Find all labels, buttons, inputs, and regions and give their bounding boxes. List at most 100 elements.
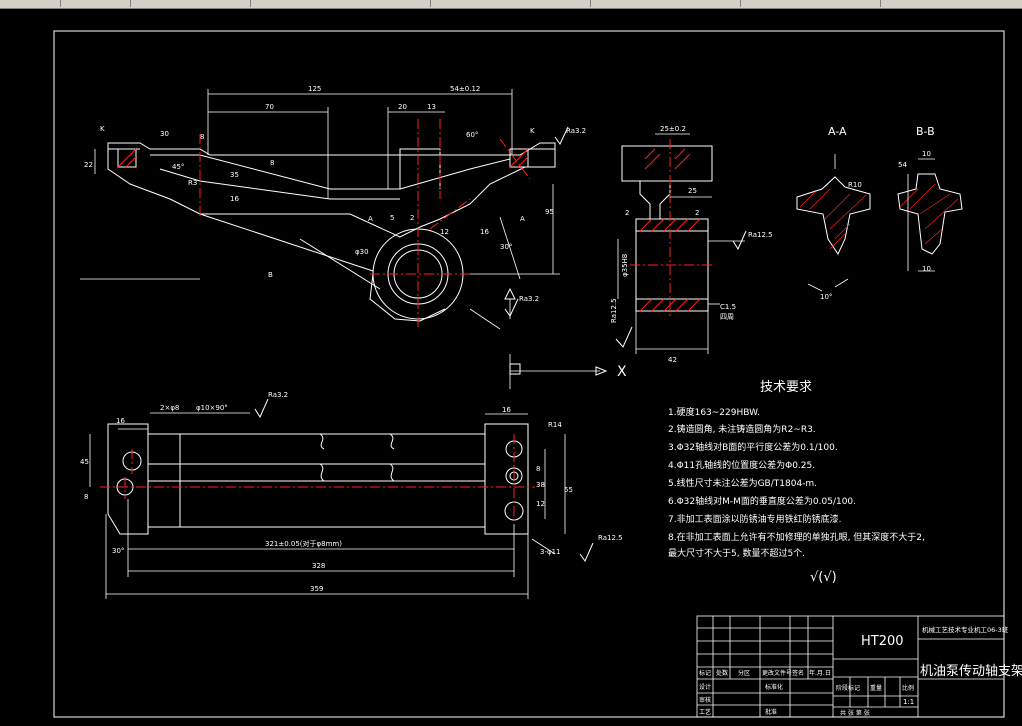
dim-label: 8: [536, 465, 540, 473]
side-view-labels: 25±0.2 2 2 25 42 Ra12.5 C1.5 四周 φ35H8 Ra…: [610, 125, 773, 364]
dim-label: 2: [410, 214, 414, 222]
tb-label: 处数: [716, 669, 728, 677]
dim-label: 55: [564, 486, 573, 494]
roughness-symbol: √(√): [810, 570, 837, 585]
dim-label: Ra3.2: [519, 295, 539, 303]
top-view-labels: 125 54±0.12 70 20 13 60° 45° 30 22 35 16…: [84, 85, 586, 303]
dim-label: 328: [312, 562, 325, 570]
dim-label: 321±0.05(对于φ8mm): [265, 539, 342, 548]
tech-item: 8.在非加工表面上允许有不加修理的单独孔眼, 但其深度不大于2,: [668, 533, 925, 543]
dim-label: 70: [265, 103, 274, 111]
tb-label: 批准: [765, 708, 777, 716]
dim-label: 12: [440, 228, 449, 236]
tb-label: 标记: [699, 669, 711, 677]
toolbar-cell[interactable]: [590, 0, 741, 7]
toolbar-cell[interactable]: [430, 0, 591, 7]
dim-label: 10: [922, 150, 931, 158]
bottom-view-labels: 2×φ8 φ10×90° Ra3.2 16 R14 16 8 12 55 30°…: [80, 391, 623, 593]
tb-label: 共 张 第 张: [840, 709, 870, 717]
axis-x-label: X: [617, 364, 627, 380]
dim-label: φ30: [355, 248, 369, 256]
tech-item: 7.非加工表面涂以防锈油专用铁红防锈底漆.: [668, 515, 842, 525]
tb-label: 年.月.日: [809, 669, 831, 677]
tech-item: 6.Φ32轴线对M-M面的垂直度公差为0.05/100.: [668, 497, 857, 507]
dim-label: Ra3.2: [566, 127, 586, 135]
section-title: B-B: [916, 125, 935, 138]
dim-label: 30°: [112, 547, 124, 555]
top-view: X: [80, 89, 627, 389]
dim-label: 125: [308, 85, 321, 93]
bottom-view: [89, 398, 594, 599]
toolbar-cell[interactable]: [880, 0, 1022, 7]
side-view: [615, 133, 747, 354]
dim-label: 8: [200, 133, 204, 141]
dim-label: 16: [480, 228, 489, 236]
tech-item: 5.线性尺寸未注公差为GB/T1804-m.: [668, 479, 818, 489]
dim-label: φ10×90°: [196, 404, 228, 412]
dim-label: K: [530, 127, 535, 135]
dim-label: 2: [625, 209, 629, 217]
dim-label: 10: [922, 265, 931, 273]
school-label: 机械工艺技术专业机工06-3班: [922, 625, 1009, 634]
dim-label: 8: [270, 159, 274, 167]
toolbar-cell[interactable]: [0, 0, 61, 7]
section-bb-labels: B-B 10 54 10: [898, 125, 935, 273]
tb-label: 阶段标记: [836, 684, 860, 692]
dim-label: 四周: [720, 313, 734, 321]
dim-label: 16: [502, 406, 511, 414]
tb-label: 比例: [902, 684, 914, 692]
section-title: A-A: [828, 125, 847, 138]
dim-label: 45°: [172, 163, 184, 171]
dim-label: 25: [688, 187, 697, 195]
dim-label: Ra3.2: [268, 391, 288, 399]
tb-label: 标准化: [765, 683, 783, 691]
dim-label: φ35H8: [621, 254, 629, 277]
toolbar-cell[interactable]: [60, 0, 131, 7]
dim-label: 10°: [820, 293, 832, 301]
dim-label: K: [100, 125, 105, 133]
dim-label: Ra12.5: [610, 298, 618, 323]
tb-label: 签名: [792, 669, 804, 677]
dim-label: 20: [398, 103, 407, 111]
dim-label: R14: [548, 421, 562, 429]
cad-drawing[interactable]: X 125 54±0.12 70 20 13 60° 45° 30 22 35 …: [0, 9, 1022, 722]
dim-label: 95: [545, 208, 554, 216]
dim-label: Ra12.5: [598, 534, 623, 542]
dim-label: 2: [695, 209, 699, 217]
dim-label: 2×φ8: [160, 404, 179, 412]
dim-label: 45: [80, 458, 89, 466]
dim-label: 60°: [466, 131, 478, 139]
dim-label: 42: [668, 356, 677, 364]
dim-label: 12: [536, 500, 545, 508]
toolbar-cell[interactable]: [740, 0, 881, 7]
ucs-icon: [509, 363, 521, 375]
toolbar-cell[interactable]: [250, 0, 431, 7]
dim-label: A: [520, 215, 525, 223]
toolbar-cell[interactable]: [130, 0, 251, 7]
tech-item: 最大尺寸不大于5, 数量不超过5个.: [668, 549, 806, 559]
dim-label: 30°: [500, 243, 512, 251]
drawing-frame: [53, 30, 1005, 718]
dim-label: 16: [230, 195, 239, 203]
tb-label: 更改文件号: [762, 669, 792, 677]
dim-label: 30: [160, 130, 169, 138]
app-toolbar: [0, 0, 1022, 9]
dim-label: 54: [898, 161, 907, 169]
part-name-label: 机油泵传动轴支架: [920, 664, 1022, 679]
dim-label: B: [268, 271, 273, 279]
dim-label: 8: [84, 493, 88, 501]
section-bb: [897, 158, 963, 272]
scale-label: 1:1: [903, 698, 914, 706]
drawing-canvas[interactable]: X 125 54±0.12 70 20 13 60° 45° 30 22 35 …: [0, 9, 1022, 722]
section-aa: [796, 154, 871, 292]
dim-label: R10: [848, 181, 862, 189]
title-block-text: HT200 机械工艺技术专业机工06-3班 机油泵传动轴支架 1:1 标记 处数…: [699, 625, 1022, 717]
dim-label: 16: [116, 417, 125, 425]
tb-label: 设计: [699, 683, 711, 691]
dim-label: 13: [427, 103, 436, 111]
dim-label: Ra12.5: [748, 231, 773, 239]
dim-label: 54±0.12: [450, 85, 480, 93]
dim-label: 25±0.2: [660, 125, 686, 133]
tb-label: 审核: [699, 696, 711, 704]
tb-label: 分区: [738, 669, 750, 677]
